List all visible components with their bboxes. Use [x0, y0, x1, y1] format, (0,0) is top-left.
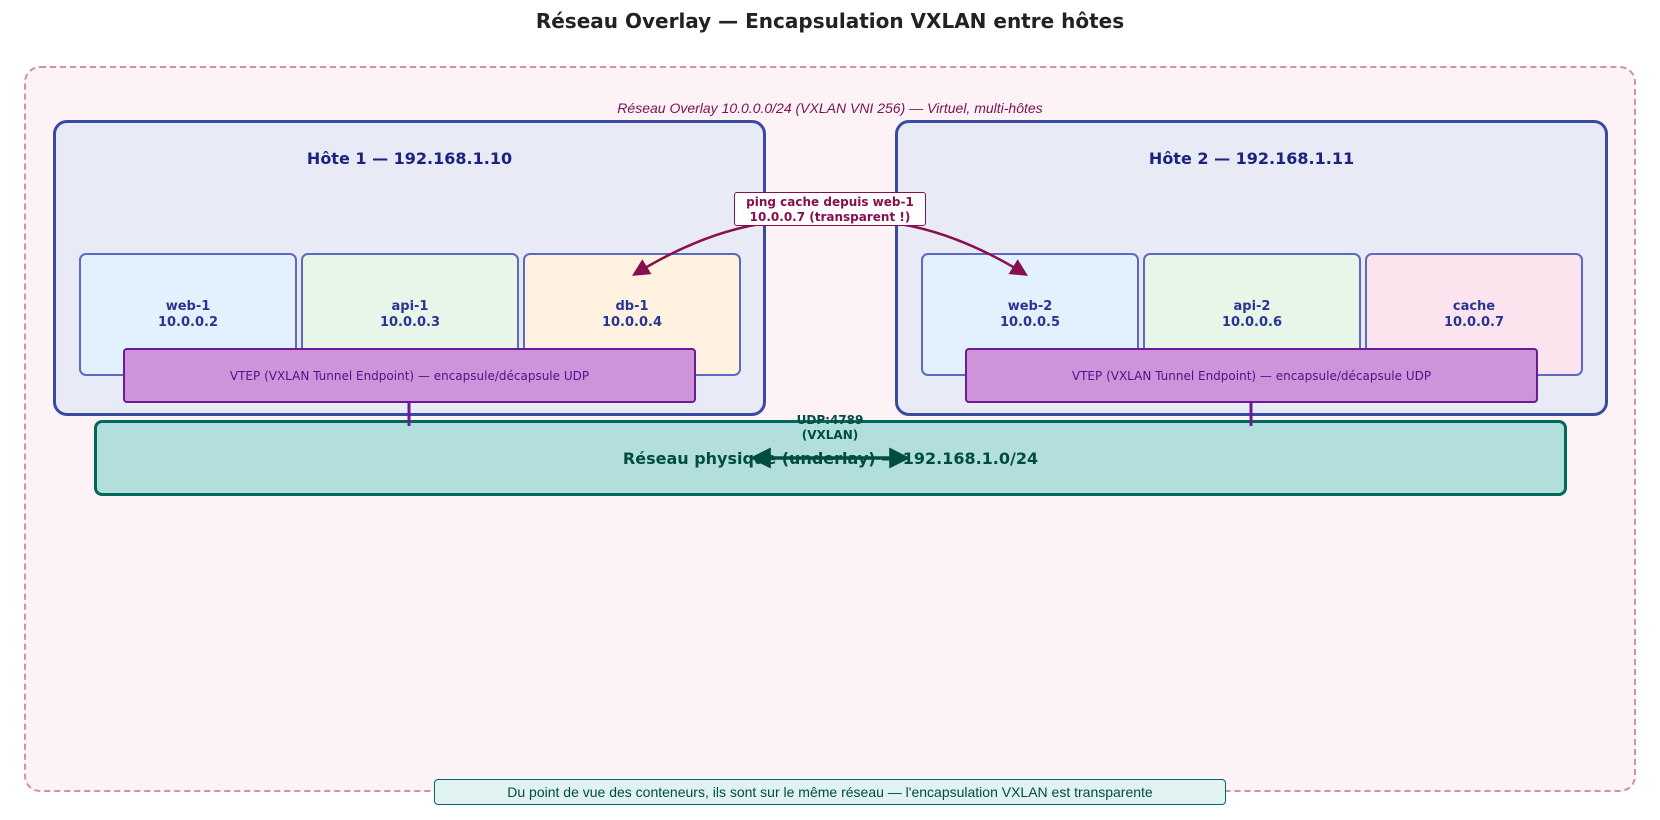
overlay-network-label: Réseau Overlay 10.0.0.0/24 (VXLAN VNI 25… — [617, 100, 1043, 116]
ping-annotation: ping cache depuis web-1 10.0.0.7 (transp… — [734, 192, 926, 226]
container-name: web-1 — [165, 298, 211, 314]
udp-port-label: UDP:4789 (VXLAN) — [730, 413, 930, 443]
container-ip: 10.0.0.3 — [379, 314, 441, 330]
diagram-title: Réseau Overlay — Encapsulation VXLAN ent… — [535, 9, 1125, 33]
ping-annotation-line2: 10.0.0.7 (transparent !) — [749, 210, 911, 224]
host-2-title: Hôte 2 — 192.168.1.11 — [1148, 149, 1355, 168]
container-name: web-2 — [1007, 298, 1053, 314]
container-ip: 10.0.0.6 — [1221, 314, 1283, 330]
ping-arrow-right — [899, 222, 1028, 276]
ping-arrow-left — [632, 222, 761, 276]
container-ip: 10.0.0.4 — [601, 314, 663, 330]
container-name: api-1 — [391, 298, 429, 314]
container-name: cache — [1452, 298, 1496, 314]
container-ip: 10.0.0.7 — [1443, 314, 1505, 330]
container-name: api-2 — [1233, 298, 1271, 314]
container-name: db-1 — [615, 298, 649, 314]
host-1-title: Hôte 1 — 192.168.1.10 — [306, 149, 513, 168]
udp-port-line: UDP:4789 — [796, 413, 864, 427]
container-ip: 10.0.0.2 — [157, 314, 219, 330]
container-ip: 10.0.0.5 — [999, 314, 1061, 330]
ping-annotation-line1: ping cache depuis web-1 — [746, 195, 914, 209]
footer-note: Du point de vue des conteneurs, ils sont… — [434, 779, 1226, 805]
udp-protocol-line: (VXLAN) — [801, 428, 859, 442]
host-1-vtep: VTEP (VXLAN Tunnel Endpoint) — encapsule… — [123, 348, 696, 403]
